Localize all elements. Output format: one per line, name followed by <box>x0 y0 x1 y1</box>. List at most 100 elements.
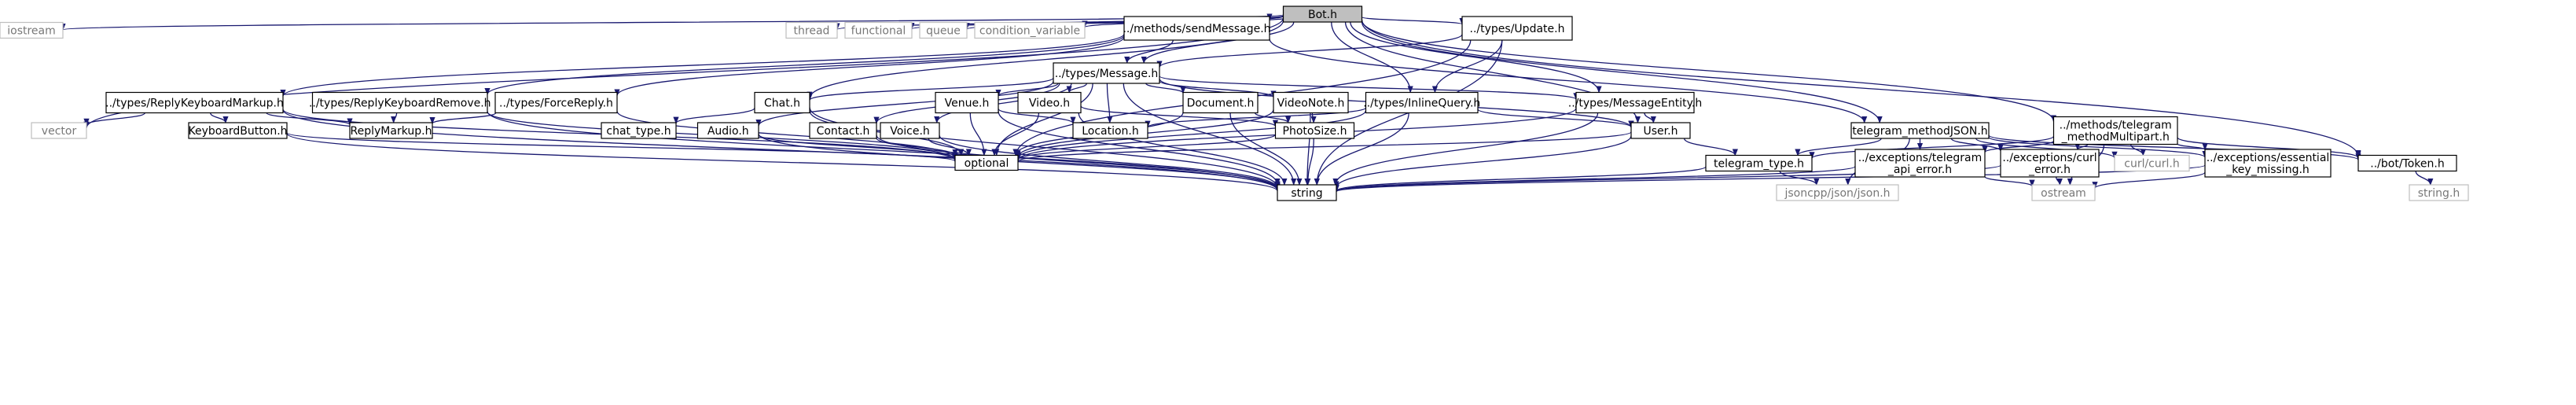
edge-message-to-location <box>1106 83 1113 123</box>
node-stringh[interactable]: string.h <box>2409 184 2469 201</box>
node-videonote[interactable]: VideoNote.h <box>1273 91 1349 114</box>
node-msgentity[interactable]: ../types/MessageEntity.h <box>1568 91 1702 114</box>
node-vector[interactable]: vector <box>31 122 87 139</box>
node-chat[interactable]: Chat.h <box>754 91 810 114</box>
node-label: ../exceptions/telegram <box>1858 152 1983 164</box>
node-inlinequery[interactable]: ../types/InlineQuery.h <box>1363 91 1480 114</box>
edge <box>1683 138 1738 156</box>
node-queue[interactable]: queue <box>919 21 968 39</box>
node-thread[interactable]: thread <box>785 21 838 39</box>
node-label: Audio.h <box>707 125 749 138</box>
node-keyboardbutton[interactable]: KeyboardButton.h <box>188 122 288 139</box>
node-label: ../bot/Token.h <box>2370 158 2444 171</box>
node-label: ../exceptions/essential <box>2207 152 2330 164</box>
node-exapi[interactable]: ../exceptions/telegram_api_error.h <box>1854 149 1986 178</box>
node-audio[interactable]: Audio.h <box>696 122 759 139</box>
edge-tgmulti-to-excurl <box>2074 142 2089 150</box>
node-ostream[interactable]: ostream <box>2031 184 2096 201</box>
node-functional[interactable]: functional <box>844 21 913 39</box>
node-label: KeyboardButton.h <box>188 125 287 138</box>
edge <box>1080 105 1278 127</box>
edge-bot-to-tgmulti <box>1361 20 2056 123</box>
edge <box>1984 175 2035 187</box>
node-location[interactable]: Location.h <box>1072 122 1148 139</box>
edge <box>1361 20 2056 123</box>
node-condvar[interactable]: condition_variable <box>974 21 1086 39</box>
node-rkm[interactable]: ../types/ReplyKeyboardMarkup.h <box>105 91 284 114</box>
node-box <box>954 154 1019 171</box>
node-photosize[interactable]: PhotoSize.h <box>1274 122 1355 139</box>
node-forcereply[interactable]: ../types/ForceReply.h <box>494 91 618 114</box>
node-venue[interactable]: Venue.h <box>935 91 999 114</box>
node-label: queue <box>926 25 961 38</box>
node-box <box>1273 91 1349 114</box>
node-label: _api_error.h <box>1887 164 1952 176</box>
edge <box>1431 39 1503 94</box>
edge-inlinequery-to-optional <box>1015 110 1367 160</box>
node-label: ../types/MessageEntity.h <box>1568 98 1702 110</box>
node-box <box>1705 154 1813 172</box>
node-label: ../types/InlineQuery.h <box>1363 98 1480 110</box>
node-string[interactable]: string <box>1277 184 1337 201</box>
node-box <box>2031 184 2096 201</box>
node-update[interactable]: ../types/Update.h <box>1461 16 1573 41</box>
edge-sendmsg-to-tgjson <box>1269 38 1868 123</box>
edge <box>1361 21 1883 123</box>
node-iostream[interactable]: iostream <box>0 21 64 39</box>
edge <box>1795 138 1882 156</box>
edge <box>876 137 958 156</box>
node-curl[interactable]: curl/curl.h <box>2114 154 2190 172</box>
edge-bot-to-inlinequery <box>1331 21 1413 94</box>
edge-bot-to-msgentity <box>1350 21 1602 94</box>
node-box <box>1854 149 1986 178</box>
node-user[interactable]: User.h <box>1630 122 1691 139</box>
node-sendmsg[interactable]: ../methods/sendMessage.h <box>1123 16 1271 41</box>
node-box <box>754 91 810 114</box>
node-box <box>1850 122 1990 139</box>
edge-tgmulti-to-curl <box>2130 144 2146 156</box>
node-box <box>974 21 1086 39</box>
edge-video-to-photosize <box>1080 105 1278 127</box>
node-tgmulti[interactable]: ../methods/telegram_methodMultipart.h <box>2052 116 2178 145</box>
edge-inlinequery-to-user <box>1477 109 1634 128</box>
node-bot[interactable]: Bot.h <box>1282 6 1363 23</box>
node-box <box>935 91 999 114</box>
node-video[interactable]: Video.h <box>1017 91 1082 114</box>
node-message[interactable]: ../types/Message.h <box>1053 62 1160 84</box>
edge-voice-to-optional <box>928 138 972 156</box>
edge-sendmsg-to-rkr <box>484 35 1125 96</box>
node-contact[interactable]: Contact.h <box>809 122 877 139</box>
node-document[interactable]: Document.h <box>1182 91 1259 114</box>
node-box <box>919 21 968 39</box>
node-tgjson[interactable]: telegram_methodJSON.h <box>1850 122 1990 139</box>
edge <box>995 83 1059 97</box>
edge <box>83 112 145 126</box>
node-optional[interactable]: optional <box>954 154 1019 171</box>
node-label: telegram_methodJSON.h <box>1852 125 1987 138</box>
edge-message-to-chat <box>807 77 1054 101</box>
node-tgtype[interactable]: telegram_type.h <box>1705 154 1813 172</box>
edge-tgmulti-to-token <box>2177 137 2361 159</box>
node-voice[interactable]: Voice.h <box>880 122 940 139</box>
node-label: _error.h <box>2028 164 2071 176</box>
node-jsoncpp[interactable]: jsoncpp/json/json.h <box>1776 184 1899 201</box>
node-token[interactable]: ../bot/Token.h <box>2357 154 2457 172</box>
edge-message-to-string <box>1123 83 1297 186</box>
node-label: Document.h <box>1187 98 1255 110</box>
edge <box>1982 140 2055 153</box>
edge <box>1106 83 1113 123</box>
edge-tgjson-to-token <box>1988 134 2361 161</box>
edge <box>1159 75 1579 101</box>
edge <box>1331 21 1413 94</box>
node-box <box>601 122 677 139</box>
edge <box>1333 166 1707 192</box>
edge-tgmulti-to-exkey <box>2177 143 2208 151</box>
node-rkr[interactable]: ../types/ReplyKeyboardRemove.h <box>309 91 491 114</box>
node-chattype[interactable]: chat_type.h <box>601 122 677 139</box>
edge-sendmsg-to-rkm <box>280 33 1125 98</box>
edge-message-to-document <box>1145 83 1186 94</box>
node-replymarkup[interactable]: ReplyMarkup.h <box>349 122 433 139</box>
edge-keyboardbutton-to-string <box>286 133 1281 192</box>
node-exkey[interactable]: ../exceptions/essential_key_missing.h <box>2204 149 2332 178</box>
node-excurl[interactable]: ../exceptions/curl_error.h <box>2000 149 2100 178</box>
